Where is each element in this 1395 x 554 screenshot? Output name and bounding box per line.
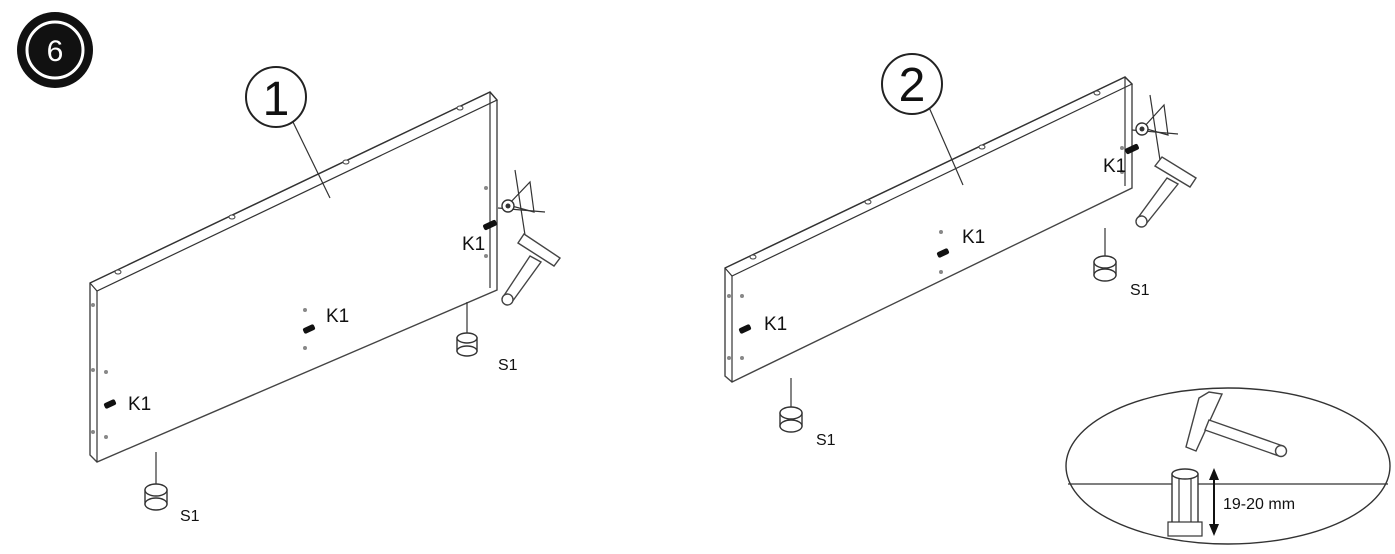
callout-circle bbox=[245, 66, 307, 128]
callout-number: 1 bbox=[263, 73, 290, 126]
label-k1: K1 bbox=[1103, 156, 1126, 177]
label-k1: K1 bbox=[462, 234, 485, 255]
dowel-icon bbox=[1125, 143, 1139, 155]
label-s1: S1 bbox=[816, 432, 836, 449]
hammer-icon bbox=[1185, 391, 1288, 458]
panel-2: 2 K1 K1 K1 S1 S1 bbox=[724, 53, 1197, 449]
label-k1: K1 bbox=[326, 306, 349, 327]
board-2-face bbox=[724, 76, 1133, 383]
callout-circle bbox=[881, 53, 943, 115]
hammer-icon bbox=[1135, 156, 1197, 228]
step-number: 6 bbox=[47, 35, 64, 68]
dowel-icon bbox=[483, 219, 497, 231]
dowel-icon bbox=[738, 324, 752, 334]
foot-glide-icon bbox=[456, 302, 478, 357]
foot-glide-icon bbox=[1093, 228, 1117, 282]
hammer-icon bbox=[501, 233, 562, 306]
label-k1: K1 bbox=[128, 394, 151, 415]
dowel-icon bbox=[936, 248, 950, 258]
dowel-icon bbox=[103, 399, 117, 409]
depth-label: 19-20 mm bbox=[1223, 496, 1295, 513]
label-s1: S1 bbox=[180, 508, 200, 525]
foot-glide-icon bbox=[779, 378, 803, 433]
dowel-icon bbox=[302, 324, 316, 334]
panel-1: 1 K1 K1 K1 S1 bbox=[89, 66, 562, 525]
callout-number: 2 bbox=[899, 59, 926, 112]
board-2-top-holes bbox=[749, 90, 1101, 260]
glue-bottle-icon bbox=[1131, 94, 1179, 161]
label-k1: K1 bbox=[764, 314, 787, 335]
dowel-icon bbox=[1167, 468, 1203, 537]
depth-arrow-icon bbox=[1209, 468, 1219, 536]
glue-bottle-icon bbox=[497, 169, 546, 236]
label-s1: S1 bbox=[498, 357, 518, 374]
board-1-top-holes bbox=[114, 105, 464, 275]
label-s1: S1 bbox=[1130, 282, 1150, 299]
detail-dowel-depth: 19-20 mm bbox=[1065, 387, 1391, 545]
label-k1: K1 bbox=[962, 227, 985, 248]
foot-glide-icon bbox=[144, 452, 168, 511]
step-badge: 6 bbox=[17, 12, 93, 88]
